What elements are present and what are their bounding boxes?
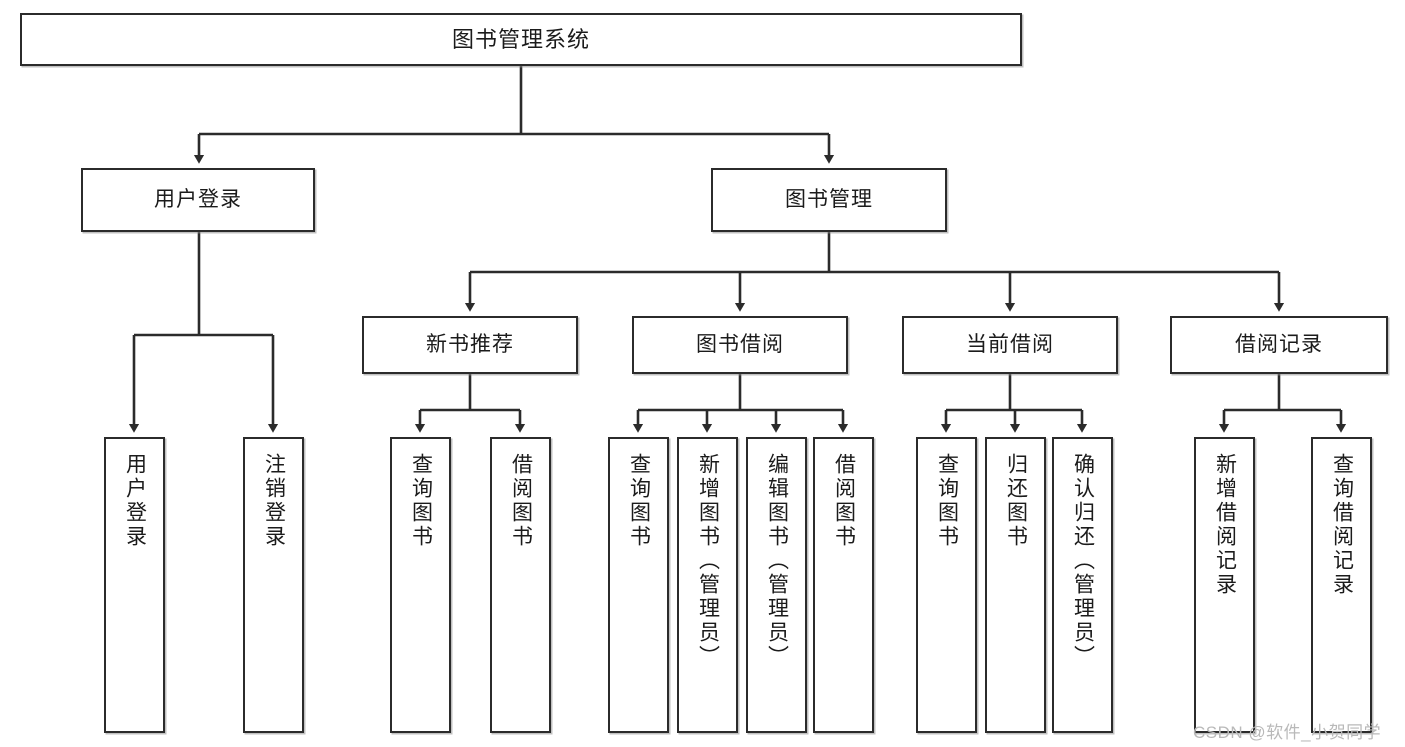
leaf-return-book-label: 归还图书 (1004, 453, 1028, 549)
leaf-edit-book-label: 编辑图书（管理员） (765, 453, 789, 669)
node-book-borrow-label: 图书借阅 (696, 332, 784, 356)
leaf-return-book[interactable]: 归还图书 (985, 437, 1046, 733)
leaf-user-logout-label: 注销登录 (262, 453, 286, 549)
leaf-query-book-3-label: 查询图书 (935, 453, 959, 549)
leaf-confirm-return-label: 确认归还（管理员） (1071, 453, 1095, 669)
node-book-borrow[interactable]: 图书借阅 (632, 316, 848, 374)
leaf-query-record-label: 查询借阅记录 (1330, 453, 1354, 597)
node-root[interactable]: 图书管理系统 (20, 13, 1022, 66)
leaf-add-record-label: 新增借阅记录 (1213, 453, 1237, 597)
leaf-borrow-book-2[interactable]: 借阅图书 (813, 437, 874, 733)
leaf-query-book-1[interactable]: 查询图书 (390, 437, 451, 733)
node-user-login[interactable]: 用户登录 (81, 168, 315, 232)
leaf-borrow-book-2-label: 借阅图书 (832, 453, 856, 549)
leaf-add-book[interactable]: 新增图书（管理员） (677, 437, 738, 733)
leaf-query-record[interactable]: 查询借阅记录 (1311, 437, 1372, 733)
leaf-query-book-2-label: 查询图书 (627, 453, 651, 549)
leaf-confirm-return[interactable]: 确认归还（管理员） (1052, 437, 1113, 733)
leaf-user-login[interactable]: 用户登录 (104, 437, 165, 733)
node-root-label: 图书管理系统 (451, 26, 590, 52)
node-borrow-record-label: 借阅记录 (1235, 332, 1323, 356)
leaf-edit-book[interactable]: 编辑图书（管理员） (746, 437, 807, 733)
node-current-borrow[interactable]: 当前借阅 (902, 316, 1118, 374)
node-new-book-rec[interactable]: 新书推荐 (362, 316, 578, 374)
leaf-query-book-3[interactable]: 查询图书 (916, 437, 977, 733)
node-current-borrow-label: 当前借阅 (966, 332, 1054, 356)
node-book-manage[interactable]: 图书管理 (711, 168, 947, 232)
leaf-user-logout[interactable]: 注销登录 (243, 437, 304, 733)
leaf-add-record[interactable]: 新增借阅记录 (1194, 437, 1255, 733)
leaf-query-book-2[interactable]: 查询图书 (608, 437, 669, 733)
leaf-query-book-1-label: 查询图书 (409, 453, 433, 549)
leaf-borrow-book-1[interactable]: 借阅图书 (490, 437, 551, 733)
watermark-text: CSDN @软件_小贺同学 (1193, 723, 1382, 742)
node-new-book-rec-label: 新书推荐 (426, 332, 514, 356)
node-user-login-label: 用户登录 (154, 187, 242, 211)
leaf-borrow-book-1-label: 借阅图书 (509, 453, 533, 549)
leaf-user-login-label: 用户登录 (123, 453, 147, 549)
leaf-add-book-label: 新增图书（管理员） (696, 453, 720, 669)
node-borrow-record[interactable]: 借阅记录 (1170, 316, 1388, 374)
node-book-manage-label: 图书管理 (785, 187, 873, 211)
